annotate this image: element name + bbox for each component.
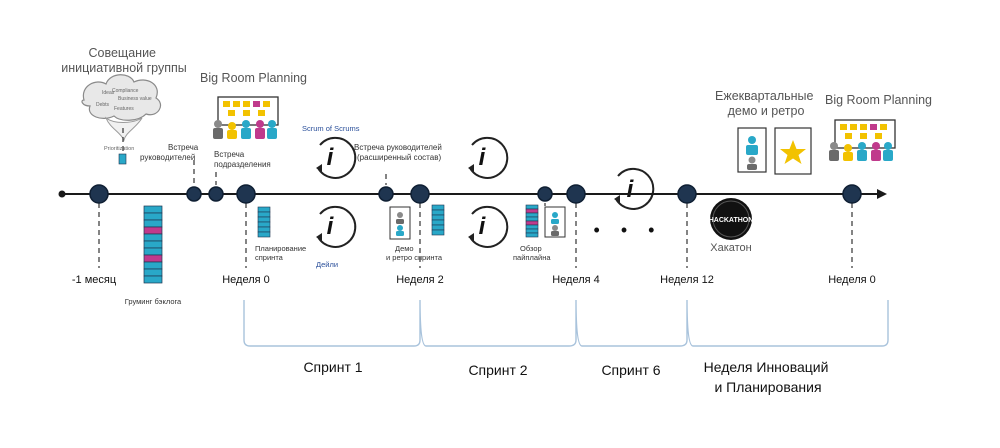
pipeline-review-stack-icon	[525, 204, 539, 238]
svg-text:i: i	[479, 144, 487, 171]
sprint-planning-stack-icon	[257, 206, 271, 238]
node-pipeline-review	[537, 186, 553, 202]
milestone-week0-next: Неделя 0	[828, 274, 876, 286]
scrum-of-scrums-label: Scrum of Scrums	[302, 124, 360, 133]
milestone-week12: Неделя 12	[660, 274, 714, 286]
demo-retro-label: Демо и ретро спринта	[386, 244, 443, 262]
big-room-planning-right-icon	[829, 119, 896, 161]
cloud-word-prioritization: Prioritization	[104, 146, 134, 152]
node-week0	[236, 184, 256, 204]
quarterly-demo-star-icon	[774, 127, 812, 175]
innovation-week-label: Неделя Инноваций и Планирования	[704, 359, 833, 395]
milestone-minus-month: -1 месяц	[72, 274, 117, 286]
sprint-planning-label: Планирование спринта	[255, 244, 308, 262]
sprint6-info-icon: i	[614, 167, 655, 210]
ellipsis-dots: • • •	[594, 220, 663, 240]
division-meeting-label: Встреча подразделения	[214, 150, 271, 169]
node-leaders-meeting	[186, 186, 202, 202]
node-week0-next	[842, 184, 862, 204]
daily-label: Дейли	[316, 260, 338, 269]
milestone-week0: Неделя 0	[222, 274, 270, 286]
scrum-of-scrums-info-icon: i	[316, 136, 357, 179]
sprint-brace	[243, 299, 889, 347]
node-division-meeting	[208, 186, 224, 202]
node-minus-month	[89, 184, 109, 204]
big-room-planning-right-title: Big Room Planning	[825, 93, 932, 107]
sprint6-label: Спринт 6	[601, 362, 660, 378]
node-week4	[566, 184, 586, 204]
initiative-meeting-title: Совещание инициативной группы	[61, 46, 187, 75]
cloud-word-compliance: Compliance	[112, 88, 139, 94]
pipeline-review-label: Обзор пайплайна	[513, 244, 551, 262]
big-room-planning-left-title: Big Room Planning	[200, 71, 307, 85]
sprint1-label: Спринт 1	[303, 359, 362, 375]
sprint2-planning-stack-icon	[431, 204, 445, 236]
quarterly-demo-person-icon	[737, 127, 767, 173]
backlog-stack-icon	[143, 205, 163, 284]
cloud-word-business-value: Business value	[118, 96, 152, 102]
cloud-word-debts: Debts	[96, 102, 110, 108]
milestone-week2: Неделя 2	[396, 274, 444, 286]
milestone-week4: Неделя 4	[552, 274, 600, 286]
daily-info-icon: i	[316, 205, 357, 248]
node-extended-meeting	[378, 186, 394, 202]
sprint2-label: Спринт 2	[468, 362, 527, 378]
initiative-cloud-icon: Ideas Compliance Business value Debts Fe…	[81, 74, 161, 165]
sprint2-daily-info-icon: i	[468, 205, 509, 248]
backlog-grooming-label: Груминг бэклога	[125, 297, 182, 306]
svg-text:i: i	[327, 213, 335, 240]
quarterly-demo-title: Ежеквартальные демо и ретро	[715, 89, 817, 118]
svg-text:i: i	[479, 213, 487, 240]
sprint2-top-info-icon: i	[468, 136, 509, 179]
timeline-start-dot	[58, 190, 66, 198]
node-week2	[410, 184, 430, 204]
cloud-word-ideas: Ideas	[102, 90, 115, 96]
demo-retro-card-icon	[389, 206, 411, 240]
svg-text:i: i	[327, 144, 335, 171]
big-room-planning-left-icon	[213, 96, 279, 139]
svg-text:i: i	[627, 176, 635, 203]
timeline-dashed-guides	[98, 128, 853, 268]
leaders-meeting-label: Встреча руководителей	[140, 143, 200, 162]
svg-text:HACKATHON: HACKATHON	[709, 217, 754, 224]
hackathon-label: Хакатон	[710, 242, 752, 254]
cloud-word-features: Features	[114, 106, 134, 112]
pipeline-review-card-icon	[544, 206, 566, 238]
hackathon-badge-icon: HACKATHON	[709, 198, 754, 240]
node-week12	[677, 184, 697, 204]
extended-leaders-meeting-label: Встреча руководителей (расширенный соста…	[354, 143, 444, 162]
